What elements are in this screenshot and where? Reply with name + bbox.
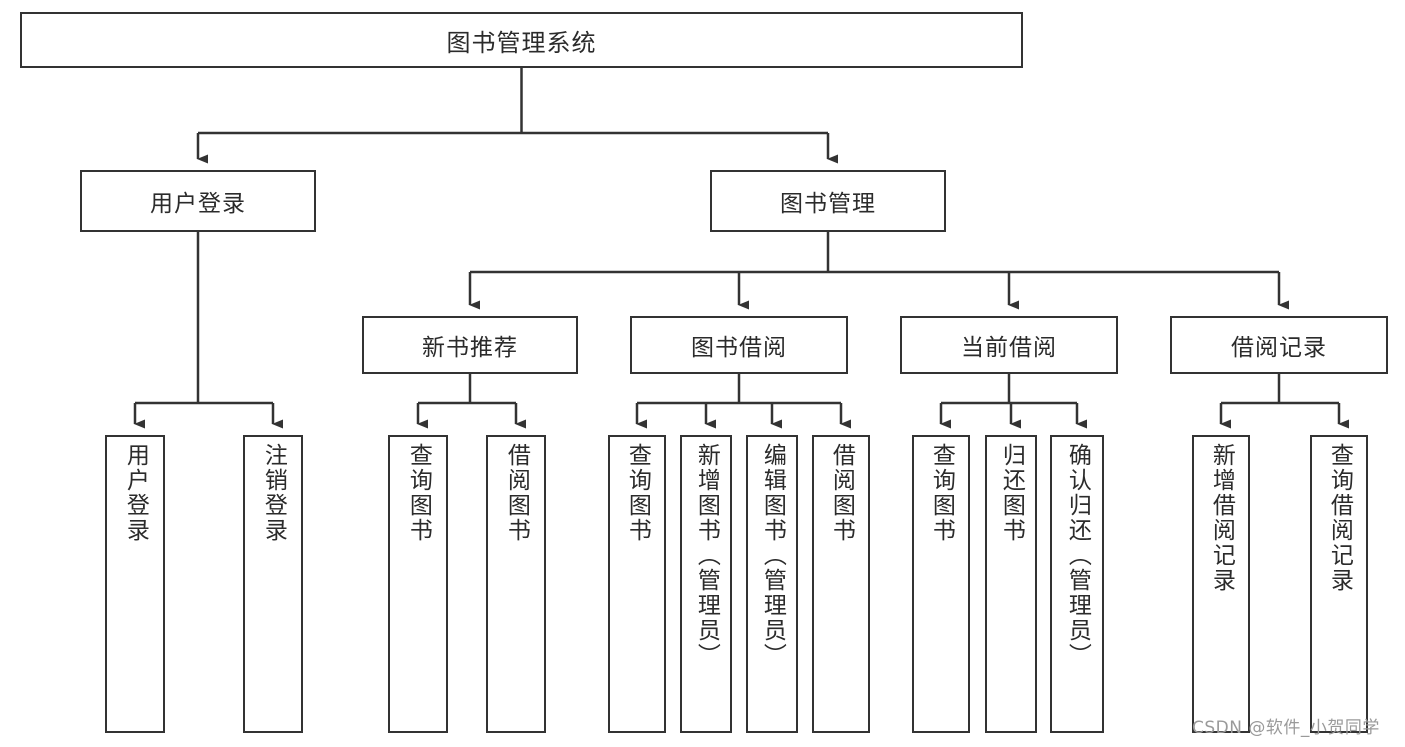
node-label-l-borrow1: 借阅图书 — [503, 443, 530, 543]
node-records[interactable]: 借阅记录 — [1170, 316, 1388, 374]
node-current[interactable]: 当前借阅 — [900, 316, 1118, 374]
node-label-l-confirm: 确认归还（管理员） — [1064, 443, 1091, 668]
node-label-root: 图书管理系统 — [446, 28, 597, 57]
node-label-l-borrow2: 借阅图书 — [828, 443, 855, 543]
node-l-confirm[interactable]: 确认归还（管理员） — [1050, 435, 1104, 733]
node-label-current: 当前借阅 — [961, 335, 1057, 361]
node-label-l-queryrec: 查询借阅记录 — [1326, 443, 1353, 593]
node-l-return[interactable]: 归还图书 — [985, 435, 1037, 733]
node-l-add[interactable]: 新增图书（管理员） — [680, 435, 732, 733]
node-label-bookmgmt: 图书管理 — [780, 191, 876, 217]
node-login[interactable]: 用户登录 — [80, 170, 316, 232]
node-label-l-add: 新增图书（管理员） — [693, 443, 720, 668]
node-label-l-login: 用户登录 — [122, 443, 149, 543]
node-l-login[interactable]: 用户登录 — [105, 435, 165, 733]
node-label-borrow: 图书借阅 — [691, 335, 787, 361]
node-label-l-query3: 查询图书 — [928, 443, 955, 543]
node-label-newbook: 新书推荐 — [422, 335, 518, 361]
node-label-l-logout: 注销登录 — [260, 443, 287, 543]
node-l-addrec[interactable]: 新增借阅记录 — [1192, 435, 1250, 733]
node-label-l-query2: 查询图书 — [624, 443, 651, 543]
node-label-l-return: 归还图书 — [998, 443, 1025, 543]
node-l-borrow2[interactable]: 借阅图书 — [812, 435, 870, 733]
node-l-query2[interactable]: 查询图书 — [608, 435, 666, 733]
node-newbook[interactable]: 新书推荐 — [362, 316, 578, 374]
node-l-borrow1[interactable]: 借阅图书 — [486, 435, 546, 733]
node-l-query1[interactable]: 查询图书 — [388, 435, 448, 733]
node-l-query3[interactable]: 查询图书 — [912, 435, 970, 733]
node-label-login: 用户登录 — [150, 191, 246, 217]
node-root[interactable]: 图书管理系统 — [20, 12, 1023, 68]
node-label-l-query1: 查询图书 — [405, 443, 432, 543]
node-borrow[interactable]: 图书借阅 — [630, 316, 848, 374]
node-bookmgmt[interactable]: 图书管理 — [710, 170, 946, 232]
node-l-edit[interactable]: 编辑图书（管理员） — [746, 435, 798, 733]
node-label-l-edit: 编辑图书（管理员） — [759, 443, 786, 668]
csdn-watermark: CSDN @软件_小贺同学 — [1192, 718, 1380, 738]
node-label-records: 借阅记录 — [1231, 335, 1327, 361]
node-l-logout[interactable]: 注销登录 — [243, 435, 303, 733]
node-l-queryrec[interactable]: 查询借阅记录 — [1310, 435, 1368, 733]
node-label-l-addrec: 新增借阅记录 — [1208, 443, 1235, 593]
